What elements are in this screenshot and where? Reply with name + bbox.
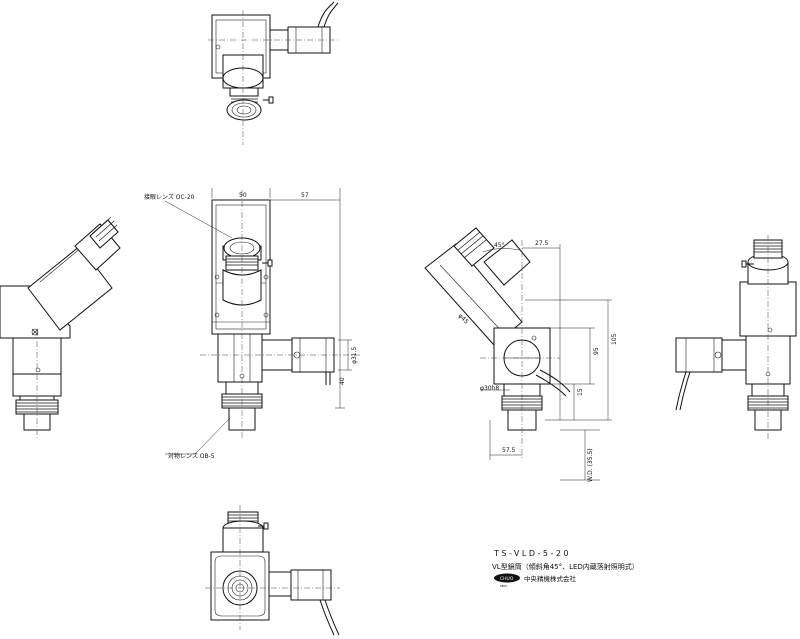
- dim-27-5: 27.5: [535, 240, 549, 247]
- dim-15: 15: [577, 388, 584, 396]
- dim-40: 40: [339, 377, 346, 385]
- dim-45deg: 45°: [494, 242, 505, 249]
- left-side-view: [0, 216, 121, 440]
- company-name: 中央精機株式会社: [524, 574, 577, 583]
- title-block: TS-VLD-5-20 VL型鏡筒（傾斜角45°、LED内蔵落射照明式） CHU…: [492, 549, 639, 588]
- dim-57-5: 57.5: [502, 447, 516, 454]
- logo-sub: SEIKI: [500, 584, 507, 588]
- dim-95: 95: [593, 347, 600, 355]
- dim-50: 50: [239, 192, 247, 199]
- eyepiece-label: 接眼レンズ OC-20: [144, 193, 195, 201]
- side-section-view: [424, 227, 612, 481]
- dim-wd: W.D. (35.5): [587, 448, 594, 482]
- dim-phi31-5: φ31.5: [351, 347, 358, 365]
- dim-105: 105: [611, 333, 618, 345]
- bottom-view: [205, 505, 340, 636]
- objective-label: 対物レンズ OB-5: [168, 452, 215, 460]
- dim-phi30: φ30h8: [480, 385, 499, 392]
- model-number: TS-VLD-5-20: [493, 549, 571, 558]
- back-view: [675, 235, 797, 440]
- dim-57: 57: [301, 192, 309, 199]
- front-view: [164, 188, 360, 455]
- top-view: [208, 1, 340, 145]
- company-logo: [494, 573, 520, 583]
- logo-text: CHUO: [500, 576, 514, 582]
- model-description: VL型鏡筒（傾斜角45°、LED内蔵落射照明式）: [492, 562, 639, 571]
